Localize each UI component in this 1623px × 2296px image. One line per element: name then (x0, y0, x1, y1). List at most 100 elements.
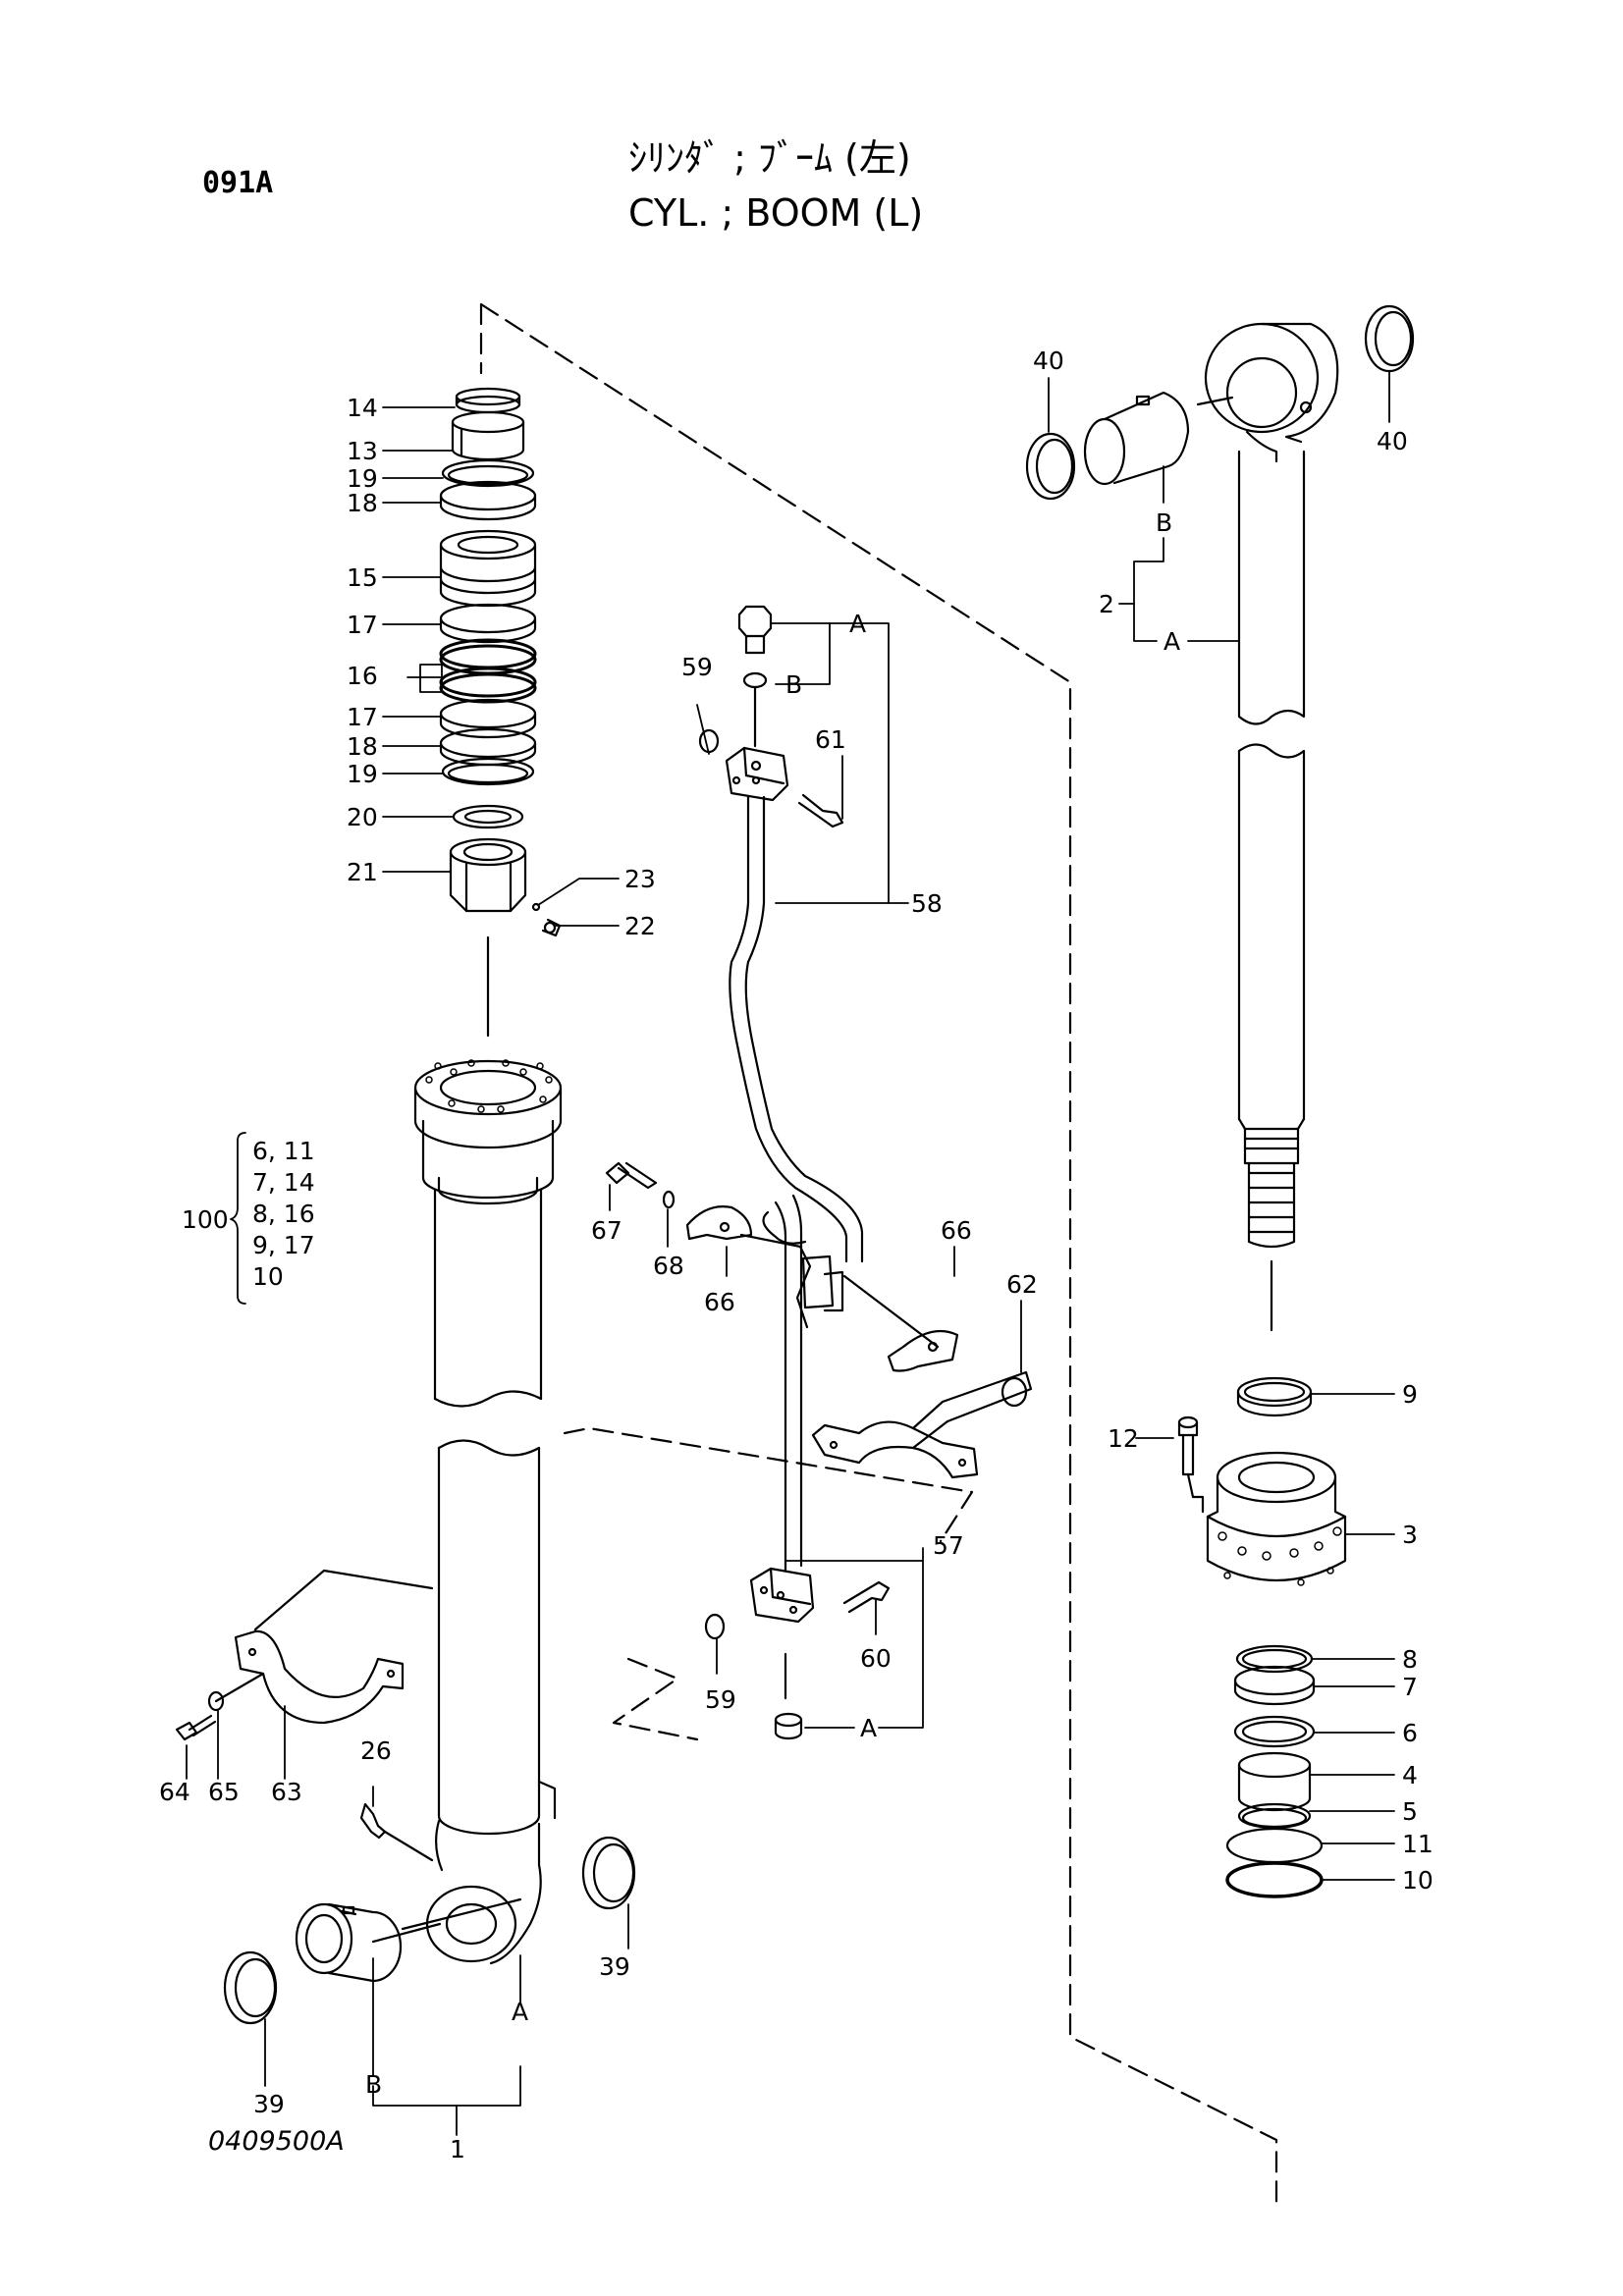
label-2B: B (1156, 508, 1172, 537)
label-18-upper: 18 (347, 489, 378, 517)
upper-tube-dash-line (563, 1426, 974, 1543)
o-ring-upper (742, 671, 768, 689)
label-7: 7 (1402, 1673, 1418, 1701)
dust-seal-39-right (581, 1836, 636, 1910)
label-17-upper: 17 (347, 611, 378, 639)
o-ring-59-upper (698, 728, 720, 754)
label-17-lower: 17 (347, 703, 378, 731)
label-4: 4 (1402, 1761, 1418, 1789)
label-23: 23 (624, 865, 656, 893)
label-6: 6 (1402, 1719, 1418, 1747)
block-fitting-lower (749, 1567, 815, 1624)
clamp-63 (234, 1629, 405, 1725)
ring-19-lower (441, 757, 535, 786)
label-3: 3 (1402, 1521, 1418, 1549)
dust-seal-40-left (1025, 432, 1076, 501)
lower-fitting-dash-line (612, 1657, 699, 1741)
seal-17-lower (439, 698, 537, 739)
label-kit-item-4: 9, 17 (252, 1231, 315, 1259)
plug-lower (774, 1712, 803, 1740)
label-10: 10 (1402, 1866, 1434, 1895)
label-26: 26 (360, 1736, 392, 1765)
seal-17-upper (439, 603, 537, 644)
label-22: 22 (624, 912, 656, 940)
label-58A: A (849, 610, 866, 638)
label-59-upper: 59 (681, 653, 713, 681)
bolt-60 (842, 1580, 891, 1614)
pipe-57 (762, 1194, 807, 1573)
label-kit-item-1: 6, 11 (252, 1137, 315, 1165)
label-13: 13 (347, 437, 378, 465)
bolt-67 (605, 1161, 658, 1190)
ring-19-upper (441, 458, 535, 488)
label-kit-item-5: 10 (252, 1262, 284, 1291)
block-fitting-upper (725, 746, 789, 802)
label-61: 61 (815, 725, 846, 754)
dust-seal-39-left (223, 1950, 278, 2025)
label-5: 5 (1402, 1797, 1418, 1826)
ring-5 (1237, 1802, 1312, 1830)
label-kit-100: 100 (182, 1205, 229, 1234)
pipe-58 (729, 795, 864, 1263)
washer-68 (662, 1190, 676, 1209)
plug-upper (737, 605, 773, 655)
bracket-62 (811, 1370, 1033, 1479)
dust-seal-40-right (1364, 304, 1415, 373)
label-66-right: 66 (941, 1216, 972, 1245)
page-title-japanese: ｼﾘﾝﾀﾞ ; ﾌﾞｰﾑ (左) (628, 136, 911, 180)
label-62: 62 (1006, 1270, 1038, 1299)
rod-head-3 (1206, 1451, 1347, 1586)
piston-15 (439, 529, 537, 608)
seal-16 (439, 638, 537, 704)
ring-9 (1236, 1376, 1313, 1417)
set-screw-22 (541, 918, 562, 937)
label-9: 9 (1402, 1380, 1418, 1409)
drawing-number: 0409500A (208, 2126, 345, 2157)
label-65: 65 (208, 1778, 240, 1806)
cylinder-tube-head (413, 1059, 563, 1205)
page-code: 091A (202, 166, 274, 200)
label-1A: A (512, 1998, 528, 2026)
page-title-english: CYL. ; BOOM (L) (628, 191, 924, 235)
label-18-lower: 18 (347, 732, 378, 761)
label-60: 60 (860, 1644, 892, 1673)
label-21: 21 (347, 858, 378, 886)
clamp-guide-line (253, 1569, 434, 1631)
ring-14 (455, 387, 521, 414)
label-1: 1 (450, 2135, 465, 2163)
label-8: 8 (1402, 1645, 1418, 1674)
kit-brace (230, 1132, 246, 1305)
bushing-4 (1237, 1751, 1312, 1812)
label-16: 16 (347, 662, 378, 690)
label-58B: B (785, 670, 802, 699)
guide-line-67 (739, 1233, 812, 1329)
clamp-line-66 (842, 1274, 940, 1349)
label-11: 11 (1402, 1830, 1434, 1858)
bolt-61 (797, 793, 844, 828)
bolt-64 (175, 1714, 217, 1741)
label-64: 64 (159, 1778, 190, 1806)
o-ring-59-lower (704, 1613, 726, 1640)
label-59-lower: 59 (705, 1685, 736, 1714)
label-57: 57 (933, 1531, 964, 1560)
label-39-left: 39 (253, 2090, 285, 2118)
label-19-lower: 19 (347, 760, 378, 788)
part-labels: 14 13 19 18 15 17 16 17 18 19 20 21 23 2… (159, 347, 1434, 2163)
label-2A: A (1163, 627, 1180, 656)
rod-eye (1196, 322, 1339, 463)
bushing-2B (1083, 391, 1190, 486)
label-14: 14 (347, 394, 378, 422)
bushing-13 (451, 410, 525, 461)
rod-lower (1237, 743, 1306, 1249)
label-12: 12 (1108, 1424, 1139, 1453)
label-20: 20 (347, 803, 378, 831)
label-39-right: 39 (599, 1952, 630, 1981)
leader-lines (186, 370, 1395, 2136)
label-19-upper: 19 (347, 464, 378, 493)
label-15: 15 (347, 563, 378, 592)
seal-7 (1233, 1665, 1316, 1706)
label-63: 63 (271, 1778, 302, 1806)
pipe-clip-blocks (801, 1255, 844, 1312)
label-67: 67 (591, 1216, 622, 1245)
